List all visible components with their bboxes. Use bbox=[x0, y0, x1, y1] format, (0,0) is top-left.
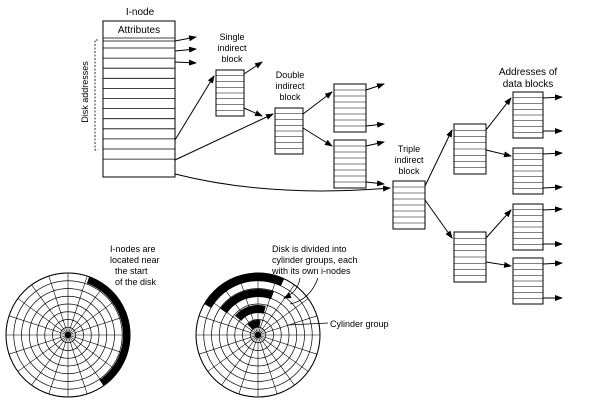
single-indirect-line-1: Single bbox=[219, 32, 244, 42]
disk-addresses-bracket bbox=[94, 39, 98, 151]
double-indirect-line-3: block bbox=[279, 92, 301, 102]
double-indirect-line-2: indirect bbox=[275, 81, 305, 91]
disk-note-line-1: Disk is divided into bbox=[272, 244, 347, 254]
disk-addresses-label: Disk addresses bbox=[80, 61, 90, 123]
pointer-arrows bbox=[174, 35, 563, 301]
attributes-label: Attributes bbox=[118, 25, 160, 36]
cylinder-group-label: Cylinder group bbox=[330, 319, 389, 329]
single-indirect-block: Single indirect block bbox=[215, 32, 247, 117]
inodes-note-line-4: of the disk bbox=[115, 277, 157, 287]
disk-inodes-at-start: I-nodes are located near the start of th… bbox=[5, 244, 160, 398]
double-indirect-block: Double indirect block bbox=[274, 70, 305, 155]
triple-child-block-1 bbox=[453, 123, 487, 175]
disk-note-line-3: with its own i-nodes bbox=[271, 266, 351, 276]
addresses-of-data-blocks-line-1: Addresses of bbox=[499, 67, 558, 78]
triple-indirect-line-2: indirect bbox=[394, 155, 424, 165]
inodes-note-line-2: located near bbox=[110, 255, 160, 265]
triple-indirect-line-1: Triple bbox=[398, 144, 420, 154]
triple-indirect-block: Triple indirect block bbox=[392, 144, 426, 230]
data-block-1 bbox=[512, 91, 544, 139]
note-pointer-1 bbox=[283, 277, 301, 299]
inodes-note-line-1: I-nodes are bbox=[110, 244, 156, 254]
data-block-3 bbox=[512, 203, 544, 251]
triple-child-block-2 bbox=[453, 231, 487, 283]
inode-block: I-node Attributes Disk addresses bbox=[80, 7, 176, 178]
single-indirect-line-2: indirect bbox=[217, 43, 247, 53]
double-child-block-2 bbox=[333, 139, 367, 189]
note-pointer-2 bbox=[289, 277, 319, 305]
data-block-2 bbox=[512, 147, 544, 195]
inodes-note-line-3: the start bbox=[115, 266, 148, 276]
inode-slot-lines bbox=[103, 37, 175, 160]
double-indirect-line-1: Double bbox=[276, 70, 305, 80]
double-child-block-1 bbox=[333, 83, 367, 133]
disk-note-line-2: cylinder groups, each bbox=[272, 255, 358, 265]
data-block-4 bbox=[512, 257, 544, 305]
triple-indirect-line-3: block bbox=[398, 166, 420, 176]
inode-title: I-node bbox=[126, 7, 155, 18]
cylinder-group-pointer bbox=[287, 322, 329, 326]
addresses-of-data-blocks-line-2: data blocks bbox=[503, 79, 554, 90]
disk-cylinder-groups: Disk is divided into cylinder groups, ea… bbox=[195, 244, 389, 398]
single-indirect-line-3: block bbox=[221, 54, 243, 64]
